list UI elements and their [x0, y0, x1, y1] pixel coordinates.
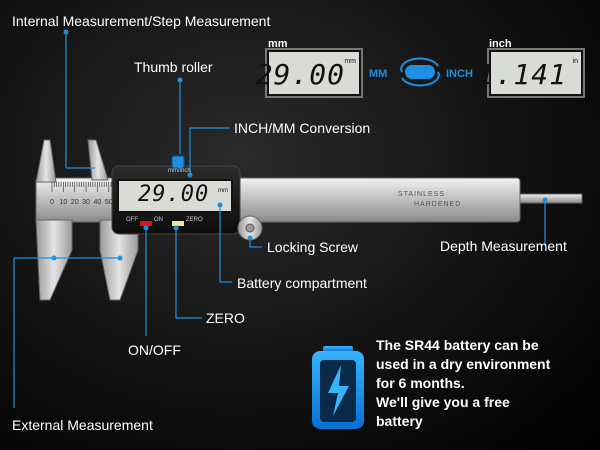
battery-note-line: used in a dry environment [376, 356, 551, 372]
mm-header: mm [268, 38, 288, 50]
label-locking-screw: Locking Screw [267, 239, 359, 255]
zero-button[interactable] [172, 221, 184, 226]
scale-tick-label: 30 [82, 199, 90, 206]
leader-zero [175, 228, 202, 319]
battery-note-line: for 6 months. [376, 375, 465, 391]
battery-note-line: battery [376, 413, 423, 429]
battery-note: The SR44 battery can be used in a dry en… [376, 336, 550, 431]
mm-display: 29.00 mm [256, 50, 361, 96]
caliper-on-label: ON [154, 217, 163, 223]
caliper-off-label: OFF [126, 217, 138, 223]
caliper-lcd-value: 29.00 [138, 182, 210, 207]
inch-display-unit: in [572, 58, 578, 65]
mm-display-value: 29.00 [255, 58, 345, 91]
scale-tick-label: 20 [71, 199, 79, 206]
caliper-lcd [117, 179, 233, 213]
battery-note-line: We'll give you a free [376, 394, 510, 410]
battery-charging-icon [312, 346, 364, 429]
label-thumb-roller: Thumb roller [134, 59, 213, 75]
stainless-label: STAINLESS [398, 191, 445, 198]
label-internal-measurement: Internal Measurement/Step Measurement [12, 13, 271, 29]
conversion-left-label: MM [369, 68, 388, 80]
hardened-label: HARDENED [414, 201, 462, 208]
off-on-button[interactable] [140, 221, 152, 226]
label-inch-mm-conversion: INCH/MM Conversion [234, 120, 371, 136]
scale-tick-label: 0 [50, 199, 54, 206]
convert-toggle-icon [400, 57, 440, 87]
leader-locking [249, 238, 262, 248]
leader-dots [51, 29, 548, 261]
inch-display-value: 1.141 [477, 58, 567, 91]
label-depth-measurement: Depth Measurement [440, 238, 567, 254]
leader-conversion [189, 127, 230, 175]
thumb-roller[interactable] [171, 155, 185, 169]
label-on-off: ON/OFF [128, 342, 181, 358]
scale-tick-label: 10 [59, 199, 67, 206]
inch-display: 1.141 in [478, 50, 583, 96]
caliper-mode-label: mm/inch [168, 168, 191, 174]
scale-tick-label: 50 [105, 199, 113, 206]
inch-header: inch [489, 38, 512, 50]
label-zero: ZERO [206, 310, 245, 326]
fixed-inside-jaw [35, 139, 57, 183]
label-external-measurement: External Measurement [12, 417, 153, 433]
locking-screw-center [245, 223, 255, 233]
caliper-zero-label: ZERO [186, 217, 203, 223]
leader-battery [219, 205, 232, 283]
leader-lines [13, 32, 546, 408]
label-battery-compartment: Battery compartment [237, 275, 367, 291]
scale-tick-label: 40 [93, 199, 101, 206]
caliper-lcd-unit: mm [218, 188, 228, 194]
mm-display-unit: mm [344, 58, 356, 65]
depth-rod [519, 193, 583, 204]
sliding-inside-jaw [87, 139, 109, 181]
conversion-right-label: INCH [446, 68, 473, 80]
battery-note-line: The SR44 battery can be [376, 337, 539, 353]
